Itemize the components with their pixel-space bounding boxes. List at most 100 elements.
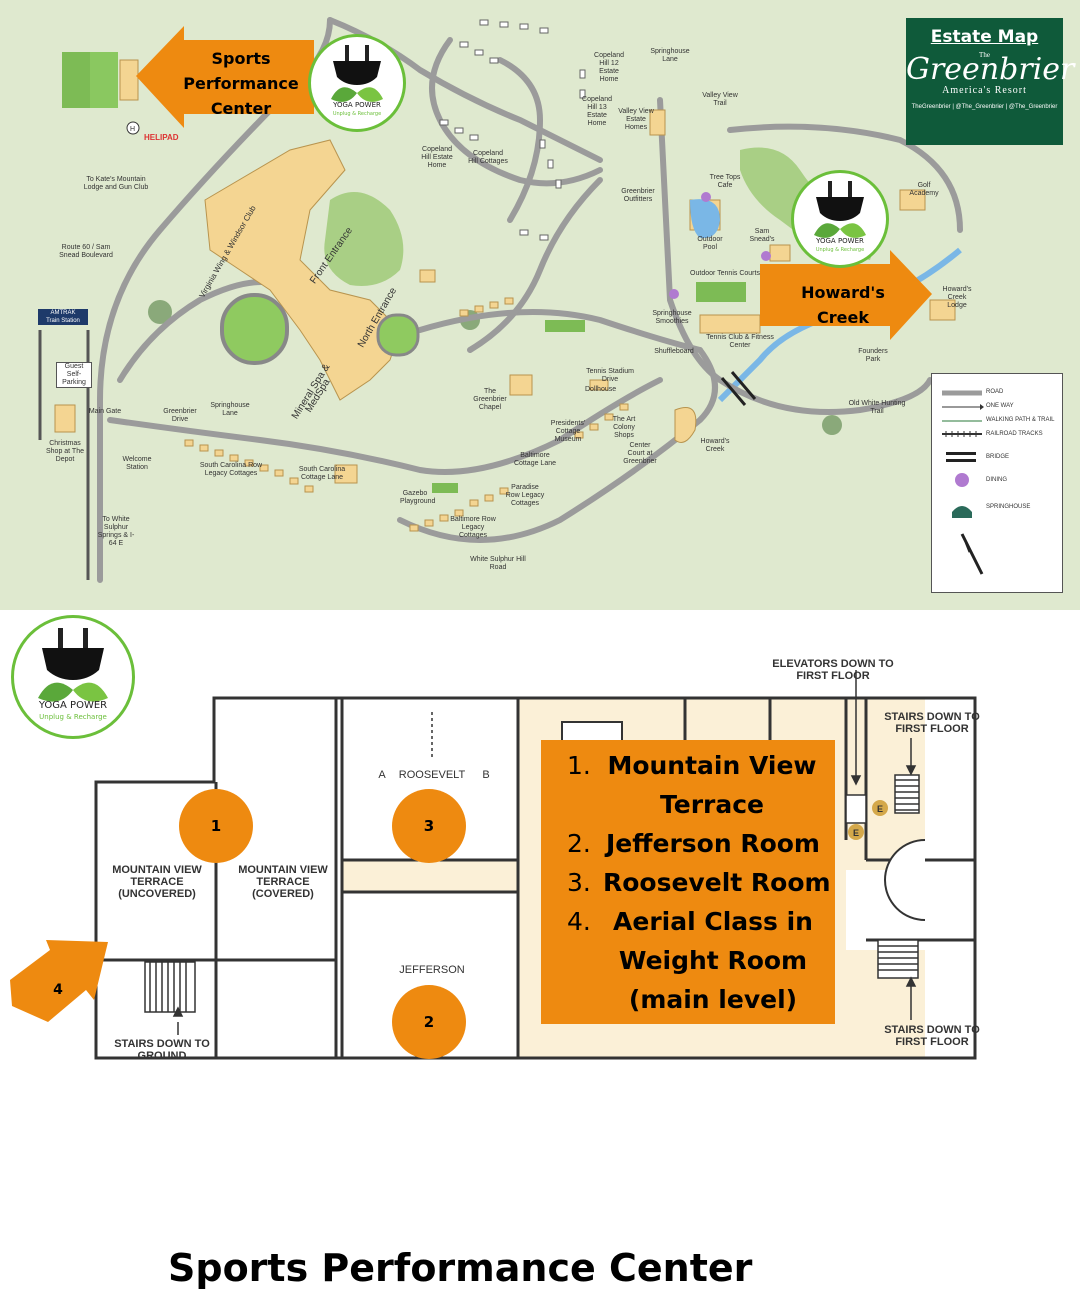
svg-text:H: H — [130, 126, 135, 133]
yoga-power-logo-floor: YOGA POWER Unplug & Recharge — [11, 615, 135, 739]
white-sulphur-hill-label: White Sulphur Hill Road — [470, 556, 526, 571]
tennis-courts — [696, 282, 746, 302]
floor-plan-title: Sports Performance Center — [168, 1246, 753, 1290]
brand-tagline: America's Resort — [942, 85, 1027, 96]
jefferson-label: JEFFERSON — [399, 964, 465, 976]
copeland-12-label: Copeland Hill 12 Estate Home — [594, 52, 624, 83]
legend-road: ROAD — [986, 389, 1004, 395]
center-court-label: Center Court at Greenbrier — [623, 442, 657, 465]
plug-icon — [38, 628, 108, 702]
copeland-13-label: Copeland Hill 13 Estate Home — [582, 96, 612, 127]
map-legend: ROAD ONE WAY WALKING PATH & TRAIL RAILRO… — [931, 373, 1063, 593]
yoga-tagline: Unplug & Recharge — [332, 111, 382, 117]
yoga-tagline: Unplug & Recharge — [815, 247, 865, 253]
springhouse-lane-label: Springhouse Lane — [210, 402, 250, 417]
tennis-club-label: Tennis Club & Fitness Center — [706, 334, 774, 349]
marker-4-arrow — [10, 940, 108, 1022]
mv-uncovered-label: MOUNTAIN VIEW TERRACE (UNCOVERED) — [112, 864, 202, 900]
springhouse-smoothies-label: Springhouse Smoothies — [652, 310, 692, 325]
guest-parking-label: Guest Self-Parking — [56, 362, 92, 388]
copeland-cottages-label: Copeland Hill Cottages — [468, 150, 508, 165]
brand-the: The — [979, 51, 990, 59]
estate-map[interactable]: H HELIPAD To Kate's Mountain Lodge and G… — [0, 0, 1080, 610]
chapel-label: The Greenbrier Chapel — [473, 388, 507, 411]
legend-bridge: BRIDGE — [986, 454, 1010, 460]
legend-symbols — [942, 390, 984, 575]
south-carolina-row-label: South Carolina Row Legacy Cottages — [199, 462, 263, 477]
howards-callout-label[interactable]: Howard's Creek — [801, 283, 885, 327]
roosevelt-a-label: A — [378, 769, 386, 781]
howards-creek-lodge-label: Howard's Creek Lodge — [942, 286, 972, 309]
valley-view-homes-label: Valley View Estate Homes — [618, 108, 654, 131]
gazebo-label: Gazebo Playground — [400, 490, 436, 505]
floor-plan-section: YOGA POWER Unplug & Recharge Sports Perf… — [0, 610, 1080, 1290]
sports-building — [119, 59, 139, 101]
springhouse-lane-top-label: Springhouse Lane — [650, 48, 690, 63]
elevator-mark-1: E — [876, 804, 883, 814]
baltimore-row-label: Baltimore Row Legacy Cottages — [450, 516, 496, 539]
floor-plan-drawing — [10, 670, 977, 1060]
legend-springhouse: SPRINGHOUSE — [986, 504, 1031, 510]
copeland-estate-label: Copeland Hill Estate Home — [421, 146, 453, 169]
marker-4-label[interactable]: 4 — [53, 982, 63, 998]
helipad-label: HELIPAD — [144, 133, 179, 142]
old-white-trail-label: Old White Hunting Trail — [848, 400, 906, 415]
yoga-name: YOGA POWER — [38, 700, 108, 711]
stairs-bottom-label: STAIRS DOWN TO FIRST FLOOR — [884, 1024, 980, 1048]
christmas-shop-label: Christmas Shop at The Depot — [45, 440, 84, 463]
welcome-station-label: Welcome Station — [122, 456, 152, 471]
roosevelt-b-label: B — [482, 769, 490, 781]
outdoor-pool — [690, 199, 720, 239]
sports-callout-arrow — [136, 26, 314, 128]
yoga-tagline: Unplug & Recharge — [39, 713, 107, 721]
train-station-label: Train Station — [46, 318, 80, 324]
marker-1[interactable]: 1 — [179, 789, 253, 863]
howards-callout-arrow — [760, 250, 932, 340]
tennis-stadium-label: Tennis Stadium Drive — [586, 368, 634, 383]
tree-tops-label: Tree Tops Cafe — [709, 174, 741, 189]
golf-academy-label: Golf Academy — [909, 182, 939, 197]
elevators-label: ELEVATORS DOWN TO FIRST FLOOR — [772, 658, 894, 682]
oval-lawn — [220, 293, 289, 365]
presidents-label: Presidents' Cottage Museum — [550, 420, 586, 443]
greenbrier-brand-box: Estate Map The Greenbrier America's Reso… — [906, 18, 1075, 145]
dollhouse-label: Dollhouse — [585, 386, 617, 393]
white-sulphur-label: To White Sulphur Springs & I-64 E — [97, 516, 135, 547]
marker-3[interactable]: 3 — [392, 789, 466, 863]
founders-park-label: Founders Park — [858, 348, 888, 363]
sports-field-2 — [90, 52, 118, 108]
brand-name: Greenbrier — [906, 52, 1075, 87]
sports-callout-label[interactable]: Sports Performance Center — [183, 49, 299, 118]
yoga-name: YOGA POWER — [333, 101, 381, 109]
paradise-row-label: Paradise Row Legacy Cottages — [505, 484, 545, 507]
howards-creek-small-label: Howard's Creek — [700, 438, 730, 453]
amtrak-label: AMTRAK — [50, 310, 76, 316]
christmas-shop — [54, 404, 76, 433]
shuffleboard-label: Shuffleboard — [654, 348, 694, 355]
yoga-name: YOGA POWER — [816, 237, 864, 245]
tennis-courts-label: Outdoor Tennis Courts — [690, 270, 760, 277]
plug-icon — [331, 45, 383, 102]
sam-sneads-label: Sam Snead's — [749, 228, 775, 243]
estate-map-title: Estate Map — [930, 27, 1039, 47]
greenbrier-drive-label: Greenbrier Drive — [163, 408, 197, 423]
yoga-power-logo-map-1: YOGA POWER Unplug & Recharge — [308, 34, 406, 132]
yoga-power-logo-map-2: YOGA POWER Unplug & Recharge — [791, 170, 889, 268]
kates-label: To Kate's Mountain Lodge and Gun Club — [83, 176, 149, 191]
lawn-area — [324, 192, 404, 286]
legend-dining: DINING — [986, 477, 1007, 483]
marker-2[interactable]: 2 — [392, 985, 466, 1059]
baltimore-lane-label: Baltimore Cottage Lane — [513, 452, 557, 467]
valley-view-trail-label: Valley View Trail — [702, 92, 738, 107]
legend-walking-path: WALKING PATH & TRAIL — [986, 417, 1055, 423]
main-gate-label: Main Gate — [88, 408, 122, 415]
stairs-ground-label: STAIRS DOWN TO GROUND — [114, 1038, 210, 1062]
stairs-top-label: STAIRS DOWN TO FIRST FLOOR — [884, 711, 980, 735]
outdoor-pool-label: Outdoor Pool — [697, 236, 723, 251]
elevator-mark-2: E — [852, 828, 859, 838]
roosevelt-label: ROOSEVELT — [398, 769, 466, 781]
brand-social: TheGreenbrier | @The_Greenbrier | @The_G… — [911, 104, 1058, 110]
plug-icon — [814, 181, 866, 238]
list-item-1: 1. Mountain View Terrace — [567, 751, 817, 819]
legend-railroad: RAILROAD TRACKS — [986, 431, 1043, 437]
